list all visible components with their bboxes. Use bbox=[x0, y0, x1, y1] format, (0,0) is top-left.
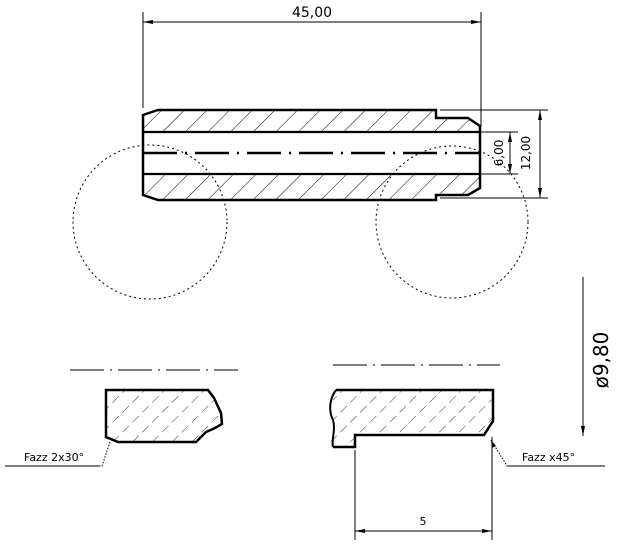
dimension-diameters: 6,00 12,00 bbox=[440, 109, 548, 199]
fit-diameter-label: ø9,80 bbox=[589, 332, 613, 389]
lower-wall-section bbox=[143, 174, 480, 200]
outer-diameter-label: 12,00 bbox=[519, 136, 533, 170]
inner-diameter-label: 6,00 bbox=[492, 140, 506, 167]
upper-wall-section bbox=[143, 110, 480, 132]
main-section-view bbox=[141, 108, 482, 202]
left-phantom-circle bbox=[72, 144, 228, 300]
dimension-step-length: 5 bbox=[354, 437, 493, 540]
detail-right-chamfer: Fazz x45° bbox=[329, 364, 605, 467]
right-phantom-circle bbox=[375, 145, 529, 299]
right-chamfer-label: Fazz x45° bbox=[522, 451, 575, 464]
step-length-label: 5 bbox=[420, 515, 427, 528]
overall-length-label: 45,00 bbox=[292, 5, 332, 21]
part-outline bbox=[141, 108, 482, 202]
dimension-fit-diameter: ø9,80 bbox=[581, 277, 613, 436]
detail-left-chamfer: Fazz 2x30° bbox=[5, 369, 238, 467]
left-chamfer-label: Fazz 2x30° bbox=[24, 451, 84, 464]
dimension-overall-length: 45,00 bbox=[142, 5, 482, 126]
